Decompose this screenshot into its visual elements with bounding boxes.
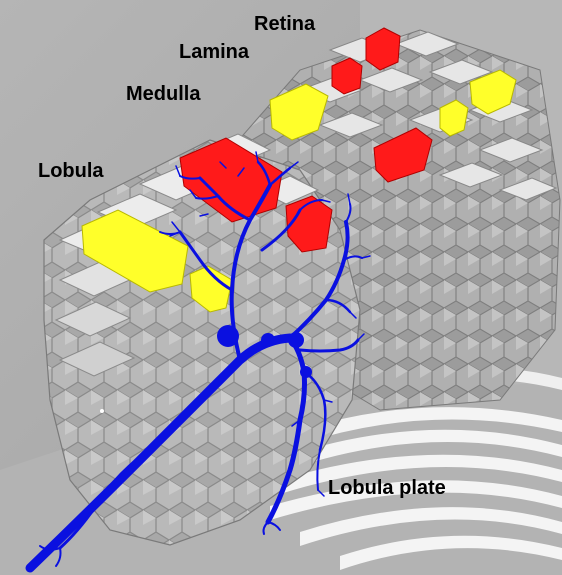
lamina-label: Lamina	[179, 42, 249, 62]
neuron-node-1	[261, 333, 275, 347]
small-white-dot	[100, 409, 104, 413]
lobula-plate-label: Lobula plate	[328, 478, 446, 498]
neuron-node-2	[288, 332, 304, 348]
neuron-node-3	[300, 366, 312, 378]
medulla-label: Medulla	[126, 84, 200, 104]
retina-label: Retina	[254, 14, 315, 34]
neuron-soma	[217, 325, 239, 347]
lobula-label: Lobula	[38, 161, 104, 181]
